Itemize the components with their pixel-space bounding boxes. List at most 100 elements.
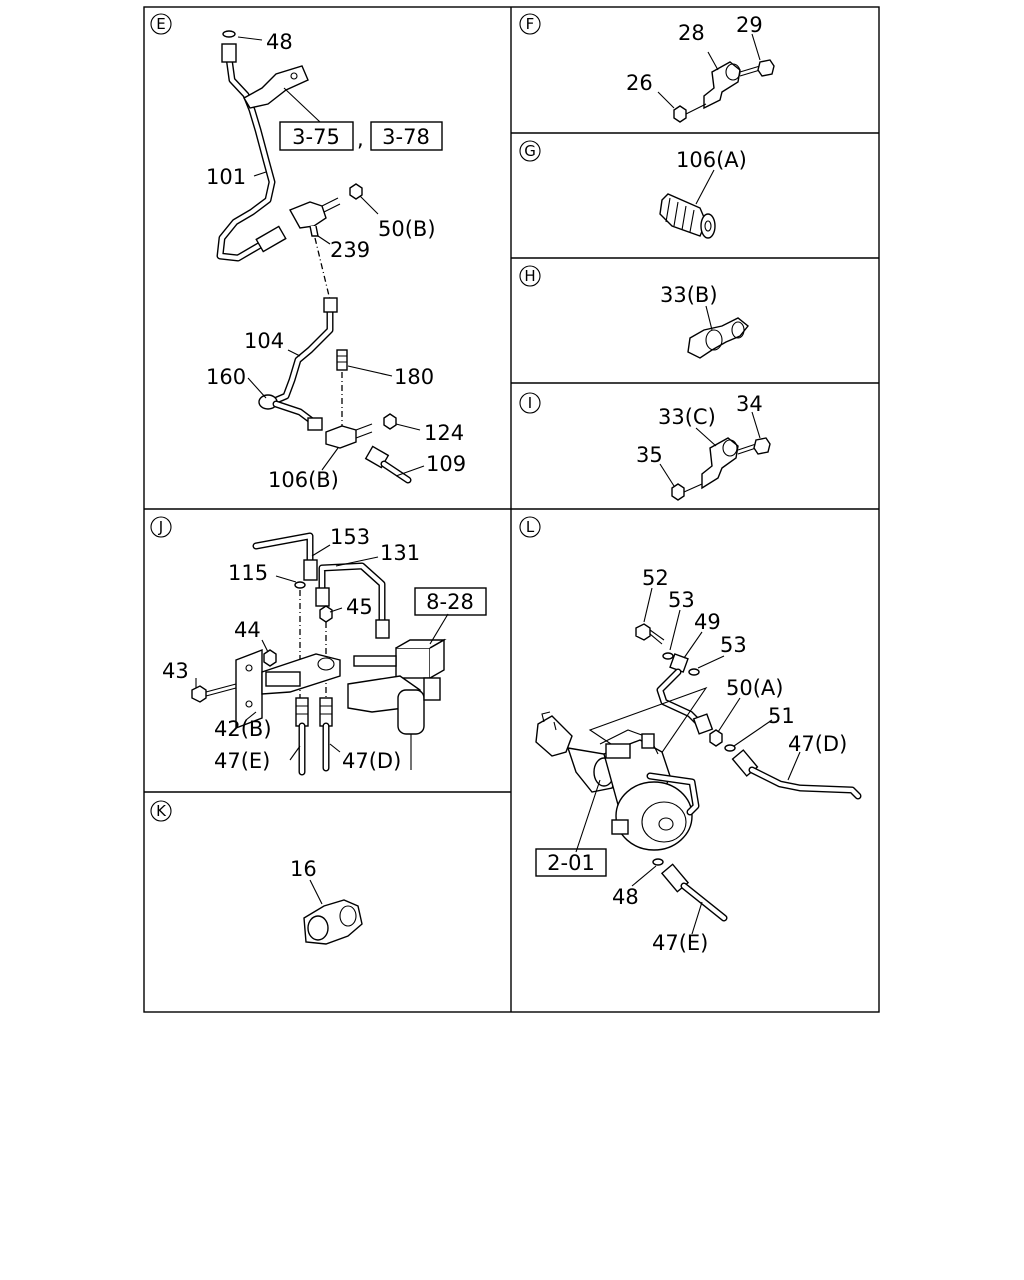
- washer-48: [222, 30, 236, 38]
- section-j-labels: 153 131 115 45 8-28 44 43 42(B) 47(E) 47…: [162, 525, 474, 773]
- tee-239: [289, 201, 327, 229]
- section-g-drawing: [659, 169, 716, 239]
- part-number-label: 131: [380, 541, 420, 565]
- hose-47d: [748, 766, 862, 800]
- section-letter: E: [156, 15, 165, 33]
- bracket-hole: [290, 72, 298, 80]
- bolt-43: [191, 685, 207, 703]
- part-number-label: 29: [736, 13, 763, 37]
- leader: [669, 609, 681, 651]
- fitting-thread: [320, 705, 332, 715]
- section-letter: J: [158, 518, 163, 536]
- pump-motor-face: [641, 801, 687, 843]
- part-number-label: 48: [266, 30, 293, 54]
- leader: [283, 87, 321, 123]
- part-number-label: 51: [768, 704, 795, 728]
- section-marker-f: F: [519, 13, 541, 35]
- section-letter: G: [524, 142, 536, 160]
- part-number-label: 50(A): [726, 676, 783, 700]
- leader: [751, 411, 761, 439]
- leader: [691, 901, 703, 935]
- separator-comma: ,: [357, 127, 364, 151]
- section-h-drawing: [687, 305, 749, 359]
- part-number-label: 35: [636, 443, 663, 467]
- connector-ribs: [665, 197, 695, 233]
- leader: [643, 587, 653, 623]
- leader: [237, 36, 263, 41]
- bolt-shank: [739, 65, 761, 77]
- section-marker-circle: [150, 800, 172, 822]
- bleeder-thread: [337, 355, 347, 363]
- leader: [321, 447, 339, 471]
- nut-35: [671, 483, 685, 501]
- leader: [429, 613, 449, 645]
- part-number-label: 124: [424, 421, 464, 445]
- alignment-line: [314, 237, 331, 301]
- leader: [395, 423, 421, 431]
- clip-33b: [687, 317, 749, 359]
- leader: [659, 463, 675, 487]
- pipe-131-inner: [319, 563, 385, 625]
- section-marker-circle: [519, 13, 541, 35]
- nut-50a: [709, 729, 723, 747]
- hose-nut: [255, 225, 287, 253]
- diagram-frame: [143, 6, 880, 1013]
- nut-26: [673, 105, 687, 123]
- section-f-labels: 28 29 26: [626, 13, 763, 95]
- section-marker-circle: [519, 265, 541, 287]
- page-ref-label: 3-75: [292, 125, 340, 149]
- bolt-52-shank: [649, 629, 665, 645]
- leader: [311, 544, 331, 557]
- ref-box-2-01: [535, 848, 607, 877]
- nut-50b: [349, 183, 363, 200]
- section-f-drawing: [657, 33, 775, 123]
- pipe-lower-nut: [307, 417, 323, 431]
- pump-motor: [615, 781, 693, 851]
- hose-109-inner: [381, 461, 411, 483]
- leader: [707, 51, 719, 71]
- bolt-52: [635, 623, 651, 641]
- section-letter: I: [528, 394, 532, 412]
- pump-loop-pipe-inner: [647, 773, 699, 815]
- washer-115: [294, 581, 306, 589]
- part-number-label: 53: [720, 633, 747, 657]
- part-number-label: 180: [394, 365, 434, 389]
- part-number-label: 16: [290, 857, 317, 881]
- part-number-label: 47(D): [788, 732, 847, 756]
- pipe-153-inner: [253, 533, 313, 565]
- leader: [261, 639, 269, 653]
- leader: [697, 655, 725, 669]
- clamp-16-loop: [307, 915, 329, 941]
- washer-48: [652, 858, 664, 866]
- nut-44: [263, 649, 277, 667]
- pump-foot: [611, 819, 629, 835]
- ref-box-8-28: [414, 587, 487, 616]
- section-letter: F: [526, 15, 535, 33]
- section-k-labels: 16: [290, 857, 317, 881]
- clip-33b-loop: [731, 321, 745, 339]
- part-number-label: 160: [206, 365, 246, 389]
- nut-45: [319, 605, 333, 623]
- part-number-label: 52: [642, 566, 669, 590]
- fitting-thread: [296, 705, 308, 715]
- tee-106b: [325, 425, 357, 449]
- clip-33b-loop: [705, 329, 723, 351]
- pump-valve-block: [605, 743, 631, 759]
- section-marker-e: E: [150, 13, 172, 35]
- page-ref-label: 8-28: [426, 590, 474, 614]
- part-number-label: 53: [668, 588, 695, 612]
- leader: [683, 631, 703, 659]
- nut-124: [383, 413, 397, 430]
- section-marker-i: I: [519, 392, 541, 414]
- bolt-34: [753, 437, 771, 455]
- valve-body: [395, 647, 431, 679]
- washer-53: [662, 652, 674, 660]
- bracket-hole: [245, 664, 253, 672]
- hose-47d-inner: [749, 767, 861, 799]
- part-number-label: 48: [612, 885, 639, 909]
- part-number-label: 26: [626, 71, 653, 95]
- leader: [253, 171, 267, 177]
- leader: [395, 465, 425, 477]
- leader: [347, 365, 393, 377]
